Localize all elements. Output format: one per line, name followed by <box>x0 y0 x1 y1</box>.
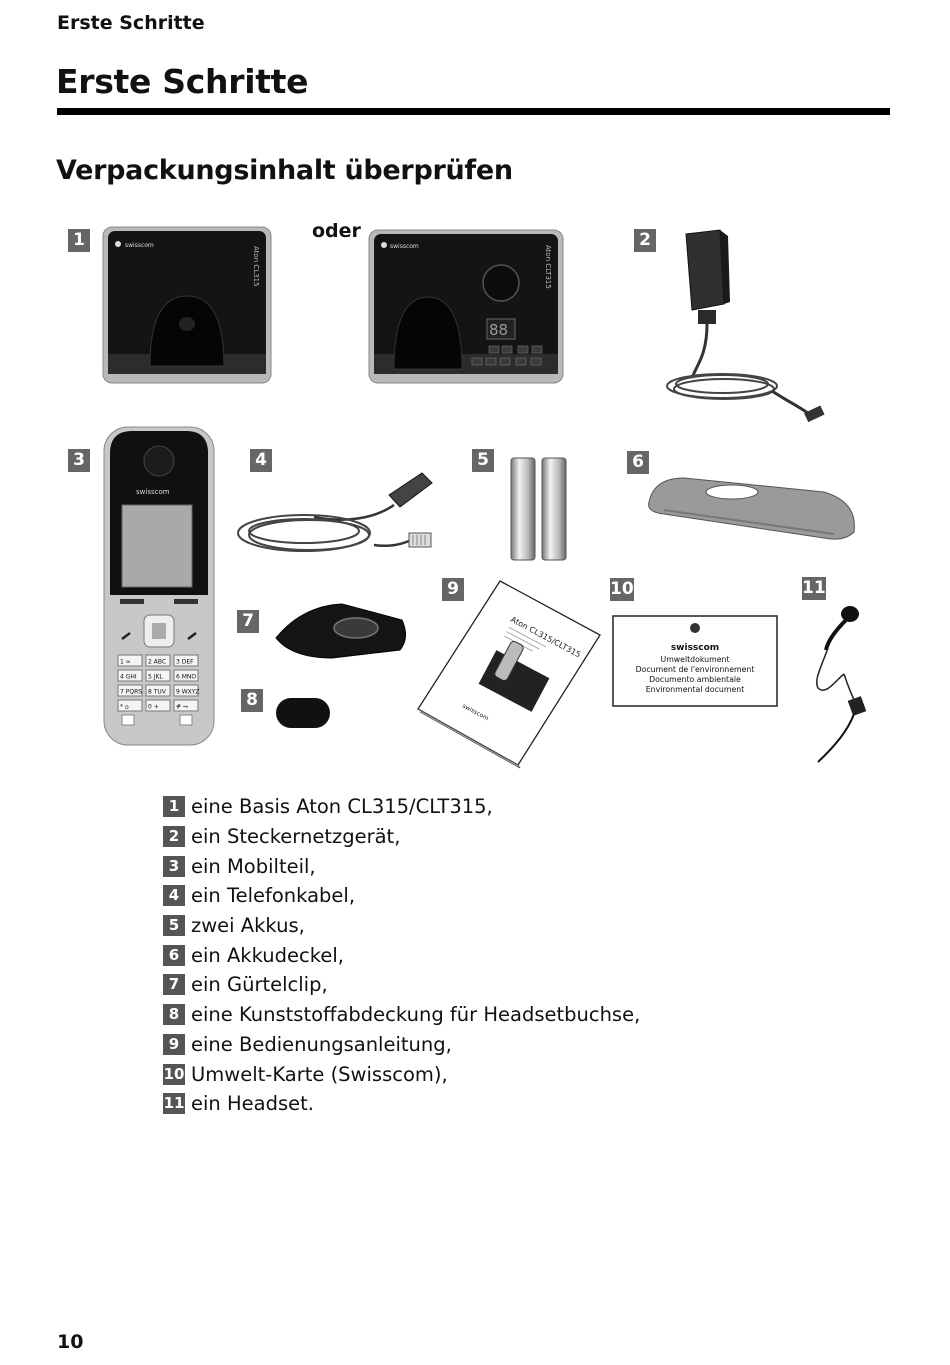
list-item-number: 3 <box>163 855 185 877</box>
base-cl315-illustration: swisscom Aton CL315 <box>102 226 272 384</box>
list-item: 3 ein Mobilteil, <box>163 851 640 881</box>
card-line-1: Umweltdokument <box>660 655 729 664</box>
list-item-text: eine Kunststoffabdeckung für Headsetbuch… <box>191 1003 641 1027</box>
marker-6: 6 <box>627 451 649 474</box>
environment-card-illustration: swisscom Umweltdokument Document de l'en… <box>612 615 778 707</box>
marker-11: 11 <box>802 577 826 600</box>
handset-keypad: 1 ∞ 2 ABC 3 DEF 4 GHI 5 JKL 6 MNO 7 PQRS 8 TUV 9… <box>117 654 200 712</box>
list-item: 7 ein Gürtelclip, <box>163 970 640 1000</box>
list-item-text: ein Steckernetzgerät, <box>191 825 401 849</box>
list-item-text: ein Gürtelclip, <box>191 973 328 997</box>
keypad-key-label: 7 PQRS <box>120 689 142 696</box>
marker-10: 10 <box>610 578 634 601</box>
keypad-key-label: * ⌂ <box>120 704 129 711</box>
card-line-2: Document de l'environnement <box>636 665 755 674</box>
card-line-3: Documento ambientale <box>649 675 741 684</box>
list-item-text: zwei Akkus, <box>191 914 305 938</box>
keypad-key <box>173 654 199 667</box>
handset-brand: swisscom <box>136 488 170 496</box>
list-item-text: ein Headset. <box>191 1092 314 1116</box>
running-header: Erste Schritte <box>57 12 205 34</box>
keypad-key <box>145 699 171 712</box>
list-item: 1 eine Basis Aton CL315/CLT315, <box>163 792 640 822</box>
base2-brand: swisscom <box>390 243 419 250</box>
marker-1: 1 <box>68 229 90 252</box>
list-item-number: 6 <box>163 944 185 966</box>
list-item-text: ein Mobilteil, <box>191 854 316 878</box>
base2-display: 88 <box>489 321 508 339</box>
list-item-text: ein Akkudeckel, <box>191 943 344 967</box>
or-label: oder <box>312 220 361 242</box>
battery-cover-illustration <box>648 477 855 540</box>
keypad-key <box>173 699 199 712</box>
keypad-key-label: 8 TUV <box>148 689 167 696</box>
keypad-key <box>145 684 171 697</box>
list-item-number: 1 <box>163 796 185 818</box>
list-item: 2 ein Steckernetzgerät, <box>163 822 640 852</box>
headset-illustration <box>816 606 867 763</box>
keypad-key <box>145 654 171 667</box>
keypad-key-label: 1 ∞ <box>120 659 131 666</box>
keypad-key <box>117 699 143 712</box>
power-adapter-illustration <box>666 229 825 423</box>
list-item-number: 7 <box>163 974 185 996</box>
keypad-key-label: 5 JKL <box>148 674 163 681</box>
keypad-key-label: 6 MNO <box>176 674 196 681</box>
marker-4: 4 <box>250 449 272 472</box>
headset-socket-cover-illustration <box>276 698 330 728</box>
list-item-number: 11 <box>163 1093 185 1115</box>
list-item-number: 8 <box>163 1004 185 1026</box>
title-rule <box>57 108 890 115</box>
marker-2: 2 <box>634 229 656 252</box>
list-item: 9 eine Bedienungsanleitung, <box>163 1030 640 1060</box>
list-item-number: 9 <box>163 1033 185 1055</box>
keypad-key <box>117 669 143 682</box>
card-line-4: Environmental document <box>646 685 745 694</box>
marker-5: 5 <box>472 449 494 472</box>
manual-illustration: Aton CL315/CLT315 swisscom <box>417 580 601 769</box>
page-title: Erste Schritte <box>56 62 309 101</box>
list-item-text: eine Basis Aton CL315/CLT315, <box>191 795 493 819</box>
keypad-key <box>173 669 199 682</box>
card-brand: swisscom <box>671 643 719 653</box>
list-item-text: ein Telefonkabel, <box>191 884 356 908</box>
list-item-text: eine Bedienungsanleitung, <box>191 1032 452 1056</box>
keypad-key-label: 3 DEF <box>176 659 194 666</box>
list-item-text: Umwelt-Karte (Swisscom), <box>191 1062 448 1086</box>
phone-cable-illustration <box>237 472 433 552</box>
marker-3: 3 <box>68 449 90 472</box>
keypad-key <box>117 684 143 697</box>
section-title: Verpackungsinhalt überprüfen <box>56 155 513 186</box>
marker-8: 8 <box>241 689 263 712</box>
keypad-key-label: 2 ABC <box>148 659 166 666</box>
base1-brand: swisscom <box>125 242 154 249</box>
list-item-number: 10 <box>163 1063 185 1085</box>
keypad-key-label: # ⊸ <box>176 704 188 711</box>
base1-model: Aton CL315 <box>252 246 260 287</box>
belt-clip-illustration <box>275 603 406 659</box>
keypad-key-label: 0 + <box>148 704 159 711</box>
keypad-key-label: 4 GHI <box>120 674 137 681</box>
marker-9: 9 <box>442 578 464 601</box>
keypad-key <box>173 684 199 697</box>
list-item: 11 ein Headset. <box>163 1089 640 1119</box>
base-clt315-illustration: swisscom Aton CLT315 88 <box>368 229 564 384</box>
list-item-number: 2 <box>163 826 185 848</box>
list-item: 4 ein Telefonkabel, <box>163 881 640 911</box>
keypad-key <box>145 669 171 682</box>
marker-7: 7 <box>237 610 259 633</box>
batteries-illustration <box>510 457 567 561</box>
list-item: 8 eine Kunststoffabdeckung für Headsetbuc… <box>163 1000 640 1030</box>
keypad-key-label: 9 WXYZ <box>176 689 200 696</box>
package-contents-list: 1 eine Basis Aton CL315/CLT315, 2 ein Steck… <box>163 792 640 1119</box>
handset-illustration: swisscom 1 ∞ 2 ABC 3 DEF 4 GHI 5 JKL 6 MNO 7 P… <box>103 426 215 746</box>
list-item-number: 4 <box>163 885 185 907</box>
base2-model: Aton CLT315 <box>544 245 552 289</box>
keypad-key <box>117 654 143 667</box>
list-item: 5 zwei Akkus, <box>163 911 640 941</box>
list-item-number: 5 <box>163 915 185 937</box>
list-item: 10 Umwelt-Karte (Swisscom), <box>163 1059 640 1089</box>
list-item: 6 ein Akkudeckel, <box>163 940 640 970</box>
page-number: 10 <box>57 1331 84 1353</box>
